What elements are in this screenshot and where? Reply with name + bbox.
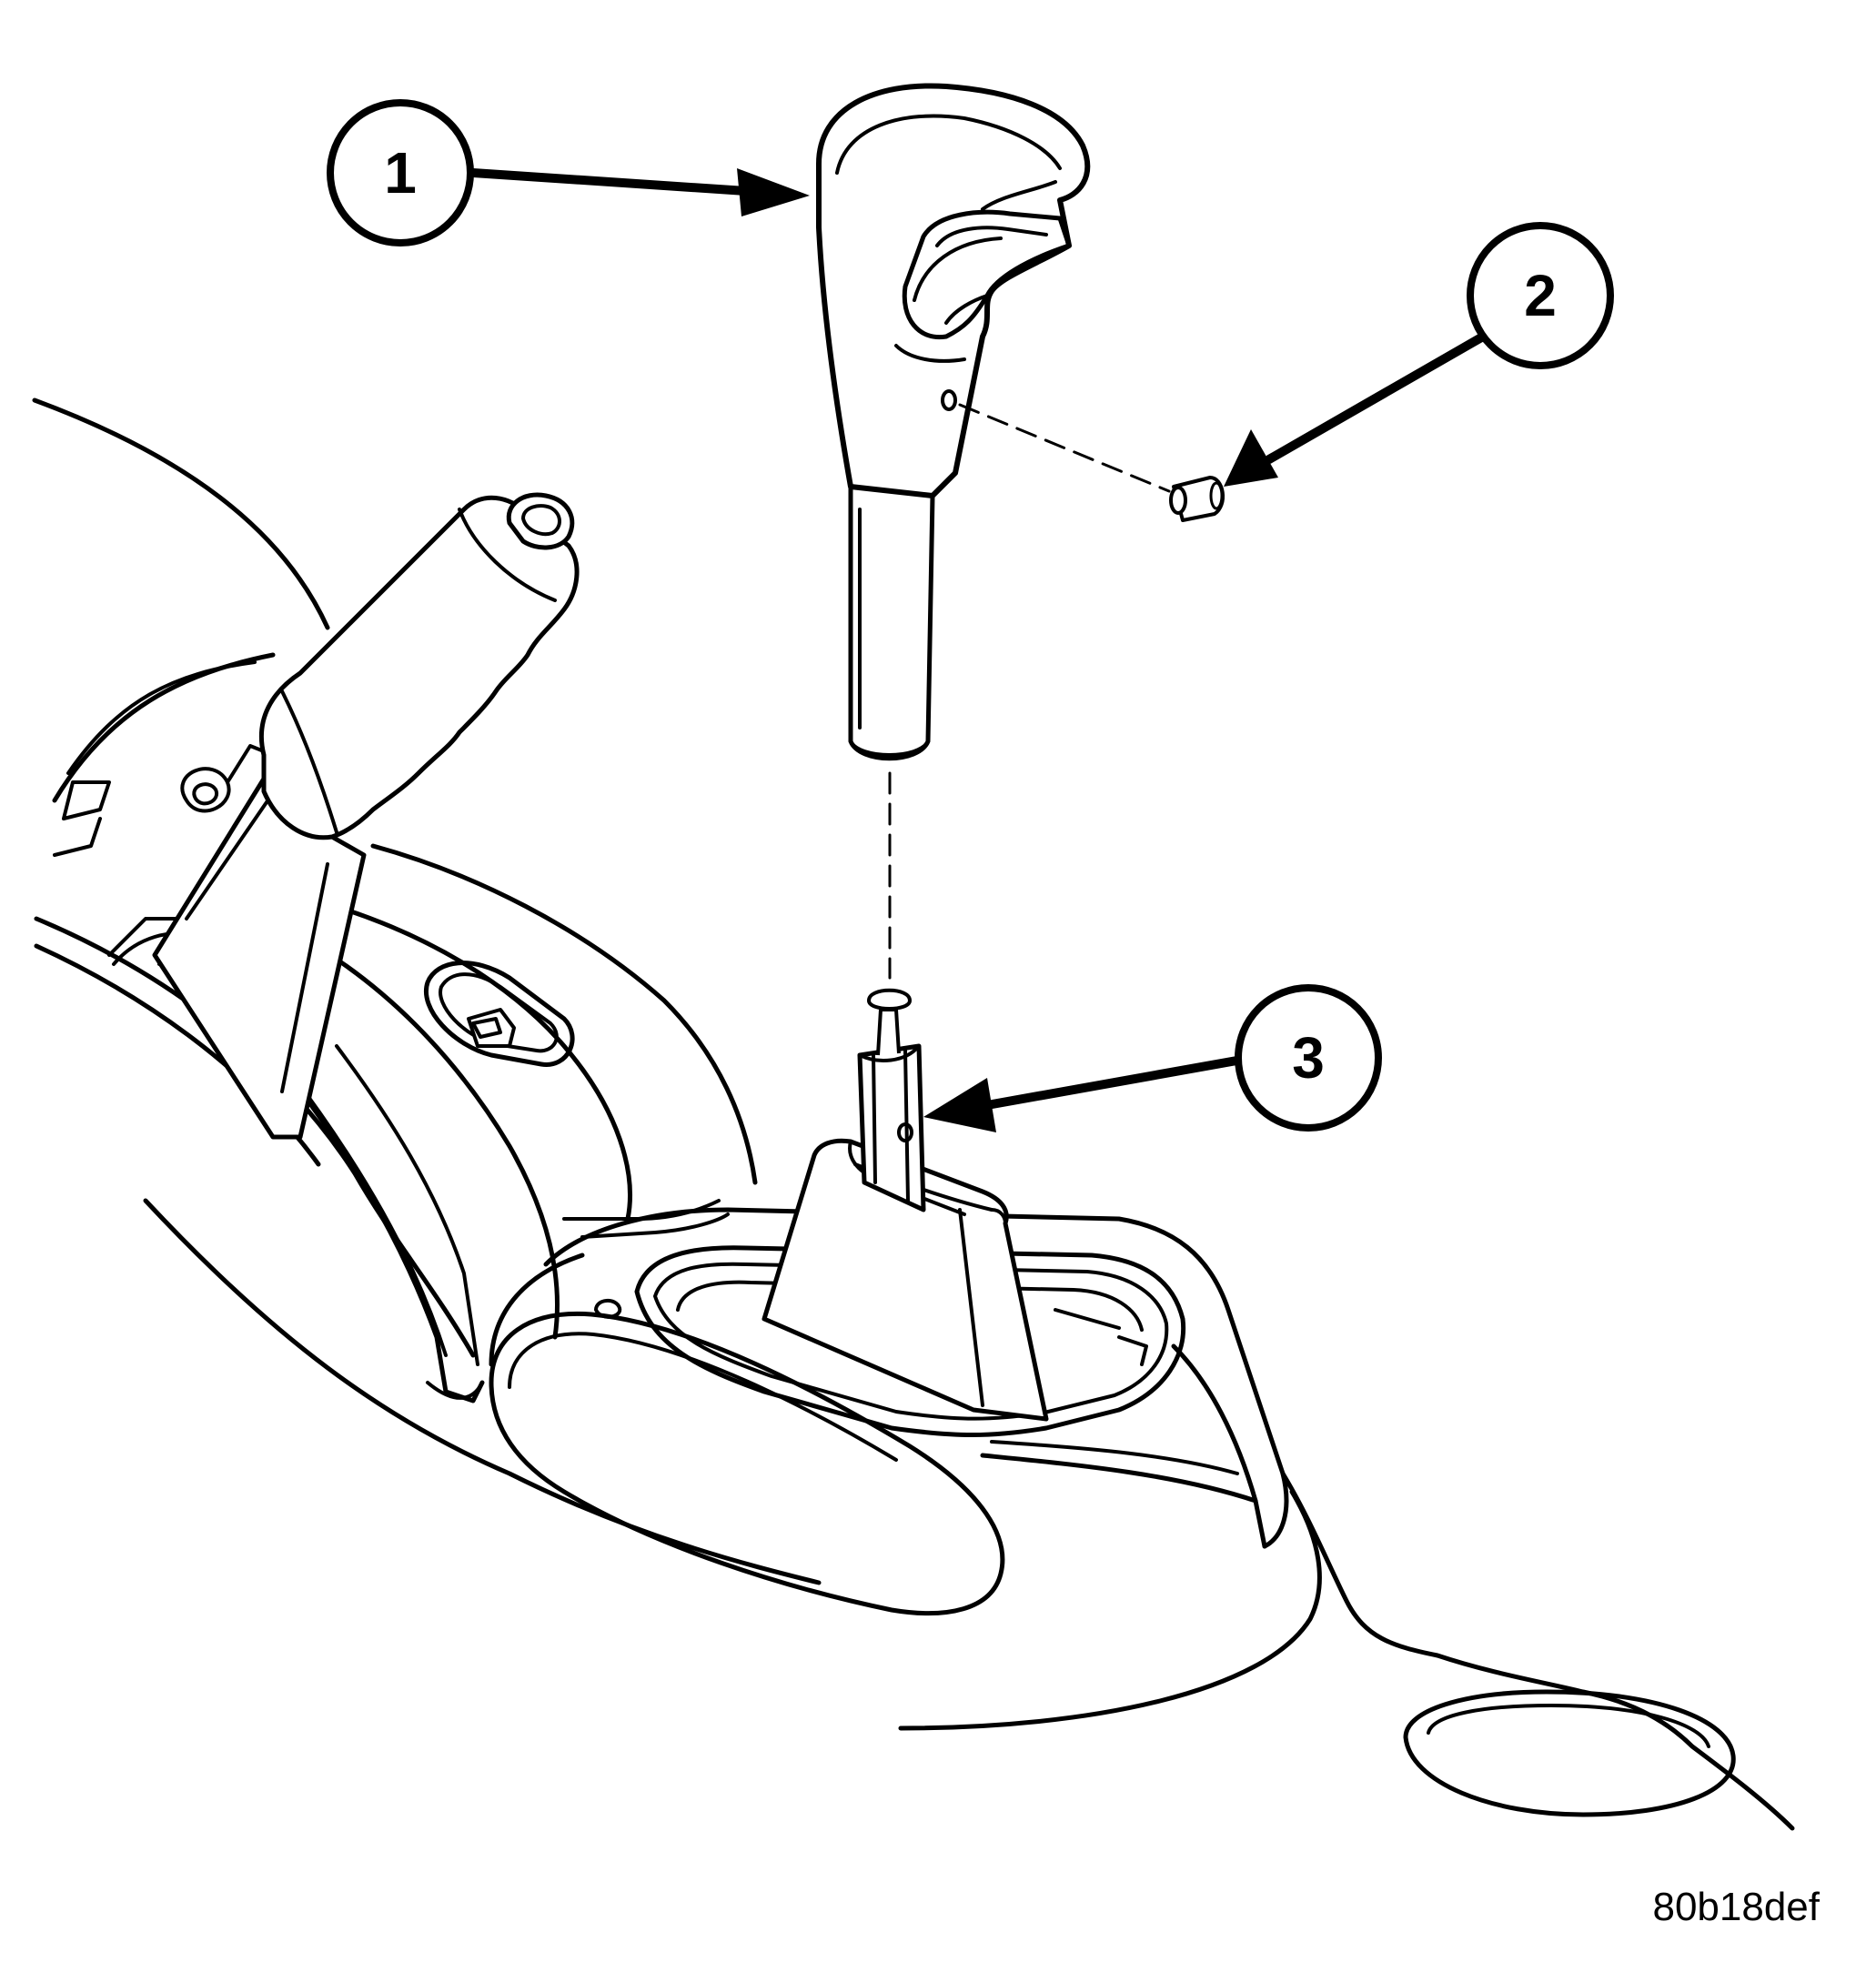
retaining-pin (1169, 476, 1225, 522)
alignment-lines (888, 403, 1171, 980)
shift-knob (816, 83, 1091, 761)
leader-line-3 (983, 1055, 1246, 1110)
callout-circle (1467, 222, 1614, 369)
shift-lever (761, 988, 1049, 1422)
callout-1: 1 (327, 99, 474, 246)
arrowhead-3 (923, 1078, 996, 1132)
leader-line-2 (1265, 332, 1488, 464)
arrowhead-2 (1224, 429, 1278, 487)
callout-2: 2 (1467, 222, 1614, 369)
callout-number: 3 (1292, 1025, 1325, 1091)
arrowhead-1 (737, 168, 810, 216)
leader-line-1 (469, 168, 751, 196)
center-console (32, 397, 1322, 1731)
shifter-bezel (489, 1207, 1795, 1831)
callout-number: 1 (384, 140, 417, 206)
callout-circle (1235, 984, 1382, 1132)
figure-id-label: 80b18def (1652, 1885, 1820, 1929)
callout-number: 2 (1524, 263, 1557, 328)
callout-circle (327, 99, 474, 246)
parking-brake-lever (152, 492, 580, 1140)
callout-3: 3 (1235, 984, 1382, 1132)
leader-arrows (469, 168, 1488, 1132)
